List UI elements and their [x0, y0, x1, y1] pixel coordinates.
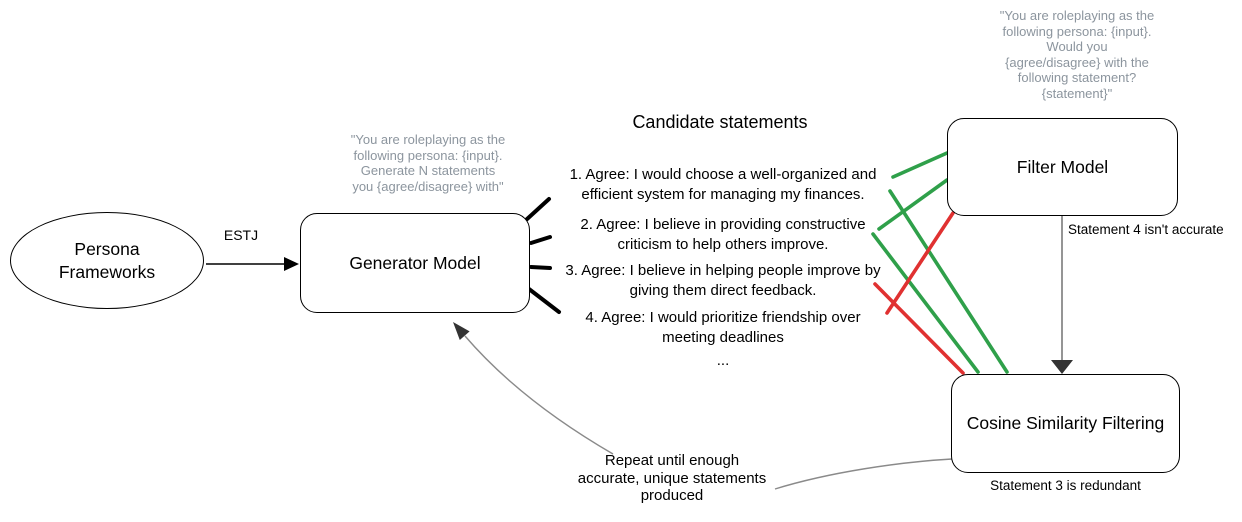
- accept-edge-stmt1-filter: [891, 151, 949, 179]
- cosine-to-note-line: [774, 458, 953, 490]
- filter-to-cosine-arrowhead: [1051, 360, 1073, 374]
- estj-arrowhead: [284, 257, 299, 271]
- statement-item-4: 4. Agree: I would prioritize friendship …: [585, 309, 861, 346]
- candidate-statements-title: Candidate statements: [632, 112, 808, 132]
- generator-model-node: Generator Model: [300, 213, 530, 313]
- persona-frameworks-label: Persona Frameworks: [58, 239, 156, 282]
- estj-edge-label: ESTJ: [223, 227, 259, 243]
- generator-prompt-text: "You are roleplaying as the following pe…: [350, 132, 506, 194]
- generator-model-label: Generator Model: [349, 252, 481, 273]
- statement-item-2: 2. Agree: I believe in providing constru…: [580, 216, 866, 253]
- cosine-similarity-node: Cosine Similarity Filtering: [951, 374, 1180, 473]
- filter-model-node: Filter Model: [947, 118, 1178, 216]
- cosine-note-text: Statement 3 is redundant: [990, 478, 1141, 493]
- statement-item-3: 3. Agree: I believe in helping people im…: [565, 262, 881, 299]
- accept-edge-stmt1-cosine: [888, 189, 1009, 374]
- repeat-arrowhead: [453, 322, 470, 340]
- cosine-similarity-label: Cosine Similarity Filtering: [966, 413, 1165, 433]
- repeat-note-text: Repeat until enough accurate, unique sta…: [577, 452, 767, 504]
- statements-ellipsis: ...: [716, 352, 730, 369]
- persona-frameworks-node: Persona Frameworks: [10, 212, 204, 309]
- filter-model-label: Filter Model: [1016, 156, 1109, 177]
- filter-note-text: Statement 4 isn't accurate: [1068, 222, 1224, 237]
- filter-prompt-text: "You are roleplaying as the following pe…: [999, 8, 1155, 101]
- statement-item-1: 1. Agree: I would choose a well-organize…: [569, 166, 877, 203]
